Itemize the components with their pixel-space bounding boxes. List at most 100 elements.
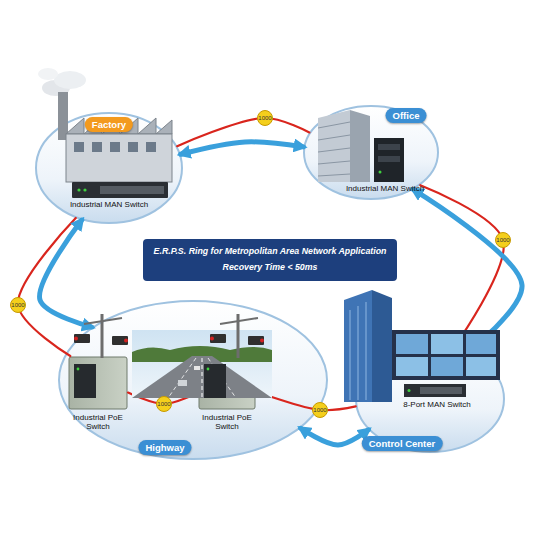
redundancy-arrow <box>413 190 522 353</box>
switch-cabinet-outline <box>198 356 256 410</box>
factory-illustration-part <box>74 142 84 152</box>
office-illustration-part <box>318 148 350 152</box>
highway-illustration-part <box>194 366 200 370</box>
office-illustration <box>318 110 404 182</box>
highway-illustration-part <box>204 364 226 398</box>
switch-cabinet-outline <box>68 356 128 410</box>
redundancy-arrow <box>301 428 369 445</box>
control-center-illustration-part <box>366 302 367 400</box>
highway-illustration-part <box>210 334 226 343</box>
control-center-illustration-part <box>408 389 411 392</box>
office-illustration-part <box>318 161 350 164</box>
banner-heading: E.R.P.S. Ring for Metropolitan Area Netw… <box>154 245 387 257</box>
device-caption: Industrial MAN Switch <box>346 184 424 193</box>
office-illustration-part <box>318 122 350 128</box>
control-center-illustration-part <box>466 334 496 354</box>
factory-illustration-part <box>110 142 120 152</box>
title-banner-shape <box>142 238 398 282</box>
office-illustration-part <box>318 110 350 182</box>
highway-illustration-part <box>168 358 196 398</box>
site-ellipse-shape <box>304 106 438 199</box>
highway-illustration-part <box>248 336 264 345</box>
control-center-illustration-part <box>396 357 428 376</box>
office-illustration-part <box>378 156 400 162</box>
device-caption: Industrial PoE Switch <box>67 413 129 431</box>
link-speed-label: 1000 <box>495 232 511 248</box>
factory-illustration-part <box>92 142 102 152</box>
factory-illustration-part <box>58 92 68 140</box>
factory-illustration-part <box>100 186 164 194</box>
office-illustration-part <box>378 144 400 150</box>
site-ellipse-shape <box>356 346 504 452</box>
site-ellipse: HighwayIndustrial PoE SwitchIndustrial P… <box>58 300 328 460</box>
factory-illustration-part <box>72 182 168 198</box>
site-badge: Highway <box>138 440 191 455</box>
highway-illustration-part <box>112 336 128 345</box>
switch-cabinet: Industrial PoE Switch <box>68 356 128 410</box>
office-illustration-part <box>374 138 404 182</box>
factory-illustration-part <box>83 188 86 191</box>
highway-illustration-part <box>210 337 214 341</box>
highway-illustration <box>74 314 272 398</box>
banner-subheading: Recovery Time < 50ms <box>223 261 318 273</box>
link-speed-label: 1000 <box>257 110 273 126</box>
office-illustration-part <box>350 110 370 182</box>
site-ellipse: FactoryIndustrial MAN Switch <box>35 112 183 224</box>
office-illustration-part <box>318 135 350 140</box>
link-speed-label: 1000 <box>156 396 172 412</box>
factory-illustration-part <box>66 134 172 182</box>
factory-illustration-part <box>38 68 58 80</box>
control-center-illustration-part <box>404 384 466 397</box>
office-illustration-part <box>379 171 382 174</box>
site-ellipse: OfficeIndustrial MAN Switch <box>303 105 439 200</box>
site-badge: Control Center <box>362 436 443 451</box>
highway-illustration-part <box>178 380 187 386</box>
device-caption: 8-Port MAN Switch <box>403 400 471 409</box>
control-center-illustration-part <box>420 387 462 394</box>
factory-illustration-part <box>42 80 70 96</box>
control-center-illustration <box>344 290 500 402</box>
factory-illustration-part <box>146 142 156 152</box>
factory-illustration-part <box>77 188 80 191</box>
highway-illustration-part <box>132 356 272 398</box>
redundancy-arrow <box>181 142 304 154</box>
highway-illustration-part <box>132 346 272 362</box>
highway-illustration-part <box>74 337 78 341</box>
device-caption: Industrial MAN Switch <box>70 200 148 209</box>
highway-illustration-part <box>260 339 264 343</box>
factory-illustration-part <box>66 118 172 134</box>
title-banner-outline <box>141 237 399 283</box>
site-badge: Factory <box>85 117 133 132</box>
highway-illustration-part <box>202 358 203 398</box>
control-center-illustration-part <box>350 310 351 400</box>
highway-illustration-part <box>77 368 80 371</box>
control-center-illustration-part <box>392 330 500 380</box>
highway-illustration-part <box>132 330 272 398</box>
switch-cabinet-shape <box>69 357 127 409</box>
highway-illustration-part <box>74 364 96 398</box>
site-ellipse-shape <box>36 113 182 223</box>
control-center-illustration-part <box>344 290 372 402</box>
site-ellipse-shape <box>59 301 327 459</box>
site-badge: Office <box>386 108 427 123</box>
highway-illustration-part <box>220 318 258 324</box>
control-center-illustration-part <box>372 290 392 402</box>
control-center-illustration-part <box>466 357 496 376</box>
highway-illustration-part <box>124 339 128 343</box>
site-ellipse: Control Center 8-Port MAN Switch <box>355 345 505 453</box>
switch-cabinet-shape <box>199 357 255 409</box>
link-speed-label: 1000 <box>312 402 328 418</box>
control-center-illustration-part <box>431 334 463 354</box>
factory-illustration-part <box>54 71 86 89</box>
highway-illustration-part <box>101 314 104 358</box>
highway-illustration-part <box>207 368 210 371</box>
highway-illustration-part <box>208 358 236 398</box>
ring-link <box>420 185 503 348</box>
office-illustration-part <box>318 174 350 176</box>
highway-illustration-part <box>214 372 222 377</box>
link-speed-label: 1000 <box>10 297 26 313</box>
factory-illustration-part <box>128 142 138 152</box>
highway-illustration-part <box>74 334 90 343</box>
